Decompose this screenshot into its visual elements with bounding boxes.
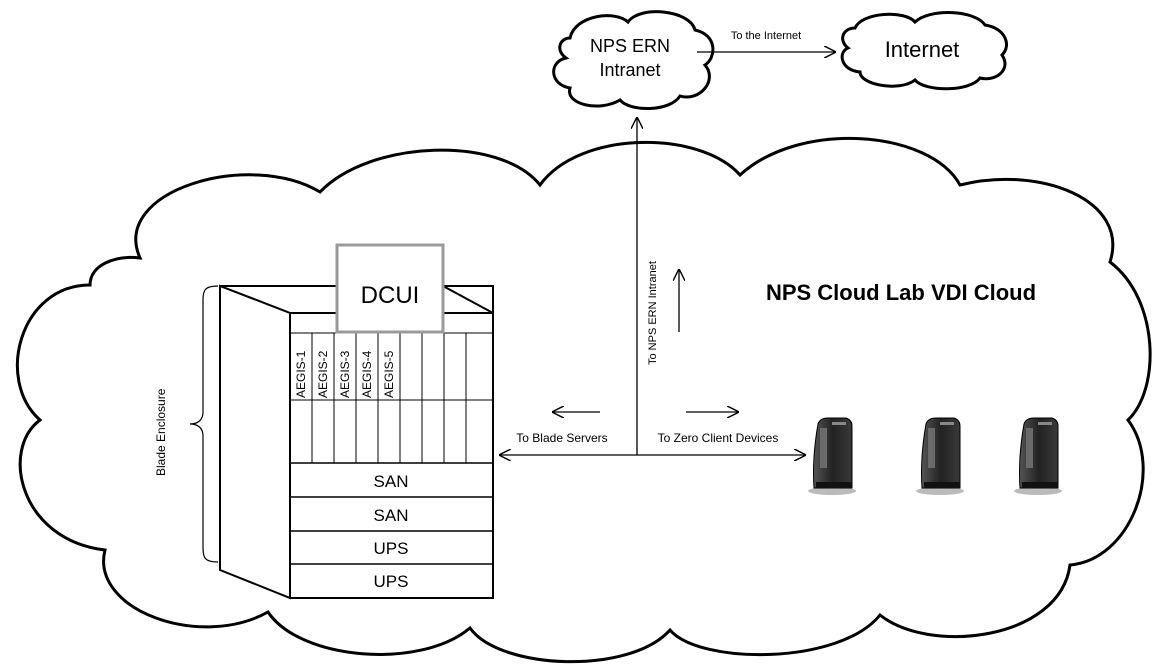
vdi-cloud-title: NPS Cloud Lab VDI Cloud [766,280,1036,305]
rack-unit-label: SAN [374,506,409,525]
enclosure-label: Blade Enclosure [154,388,168,476]
intranet-cloud [552,10,715,111]
enclosure-brace [189,285,219,563]
link-to-internet-label: To the Internet [731,30,801,42]
blade-label: AEGIS-3 [338,350,352,398]
intranet-cloud-label-line2: Intranet [599,60,660,80]
zero-client-device-icon [916,417,964,495]
blade-label: AEGIS-1 [294,350,308,398]
link-to-zero-clients-label: To Zero Client Devices [658,431,779,445]
rack-unit-label: SAN [374,472,409,491]
intranet-cloud-label-line1: NPS ERN [590,36,670,56]
zero-client-device-icon [808,417,856,495]
dcui-box [335,243,445,334]
internet-cloud [840,11,1008,91]
dcui-label: DCUI [361,282,420,309]
link-to-blade-servers-label: To Blade Servers [516,431,607,445]
link-to-intranet-label: To NPS ERN Intranet [647,261,659,365]
blade-label: AEGIS-4 [360,350,374,398]
zero-client-device-icon [1014,417,1062,495]
vdi-cloud [16,136,1152,664]
rack-unit-label: UPS [374,539,409,558]
blade-label: AEGIS-5 [382,350,396,398]
rack-unit-label: UPS [374,572,409,591]
internet-cloud-label: Internet [885,37,960,62]
blade-label: AEGIS-2 [316,350,330,398]
